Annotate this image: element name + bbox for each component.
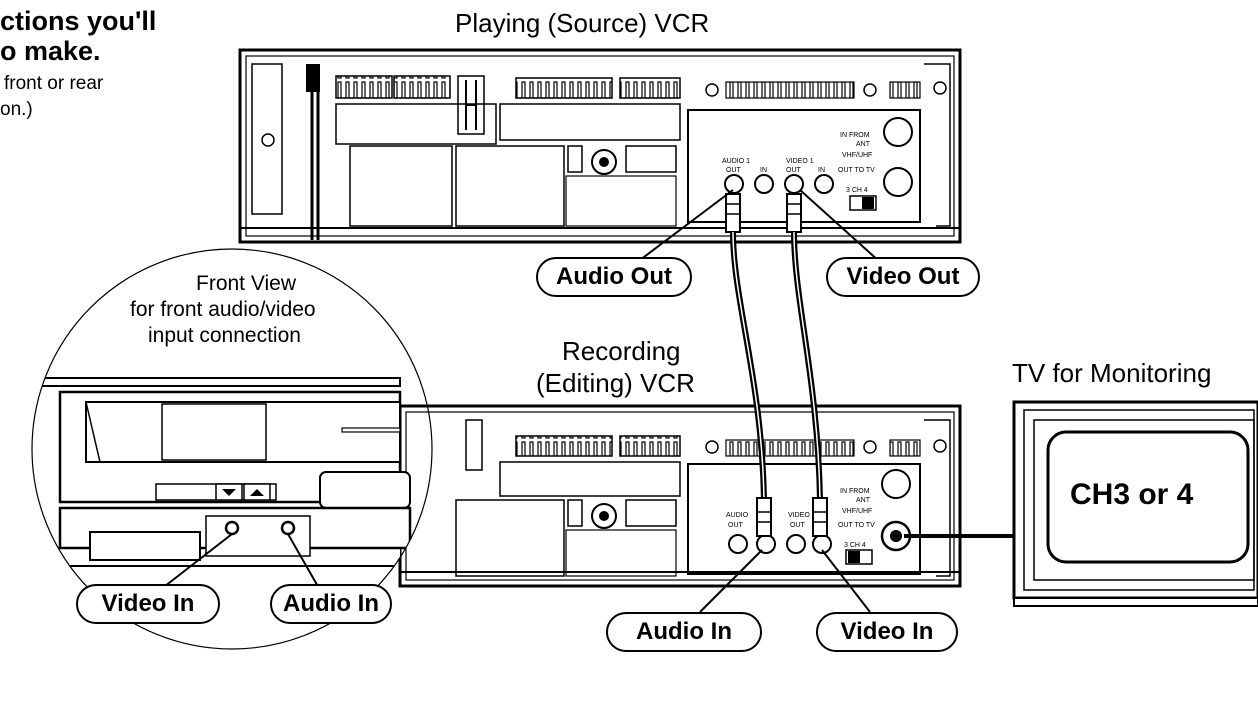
rec-video-label: VIDEO — [788, 512, 810, 519]
front-audio-in-jack[interactable] — [282, 522, 294, 534]
front-view-title: Front View — [196, 272, 296, 296]
source-in-from-label: IN FROM — [840, 132, 870, 139]
audio-in-callout: Audio In — [606, 612, 762, 652]
recording-vcr — [400, 406, 960, 586]
source-video-out-label: OUT — [786, 167, 801, 174]
source-audio-out-label: OUT — [726, 167, 741, 174]
audio-out-jack[interactable] — [729, 535, 747, 553]
front-video-in-jack[interactable] — [226, 522, 238, 534]
header-line-3: front or rear — [4, 72, 103, 96]
video-out-jack[interactable] — [787, 535, 805, 553]
video-in-jack[interactable] — [815, 175, 833, 193]
rec-audio-out-label: OUT — [728, 522, 743, 529]
video-in-callout: Video In — [816, 612, 958, 652]
rec-vhf-label: VHF/UHF — [842, 508, 872, 515]
source-ant-label: ANT — [856, 141, 870, 148]
source-out-to-tv-label: OUT TO TV — [838, 167, 875, 174]
audio-in-jack[interactable] — [757, 535, 775, 553]
source-audio-in-label: IN — [760, 167, 767, 174]
tv-screen-text: CH3 or 4 — [1070, 478, 1193, 512]
audio-out-callout: Audio Out — [536, 257, 692, 297]
source-audio-label: AUDIO 1 — [722, 158, 750, 165]
header-line-1: ctions you'll — [0, 6, 156, 36]
source-vcr-title: Playing (Source) VCR — [455, 8, 709, 39]
antenna-in-jack[interactable] — [884, 118, 912, 146]
video-out-callout: Video Out — [826, 257, 980, 297]
front-view-subtitle-1: for front audio/video — [130, 298, 316, 322]
front-view-subtitle-2: input connection — [148, 324, 301, 348]
antenna-out-jack[interactable] — [884, 168, 912, 196]
header-line-4: on.) — [0, 98, 33, 122]
antenna-in-jack[interactable] — [882, 470, 910, 498]
rec-ch-label: 3 CH 4 — [844, 542, 866, 549]
front-video-in-callout: Video In — [76, 584, 220, 624]
source-ch-label: 3 CH 4 — [846, 187, 868, 194]
rec-out-to-tv-label: OUT TO TV — [838, 522, 875, 529]
front-audio-in-callout: Audio In — [270, 584, 392, 624]
recording-vcr-title-2: (Editing) VCR — [536, 368, 695, 399]
rec-ant-label: ANT — [856, 497, 870, 504]
source-vcr — [240, 50, 960, 242]
tv-title: TV for Monitoring — [1012, 358, 1211, 389]
audio-in-jack[interactable] — [755, 175, 773, 193]
audio-out-jack[interactable] — [725, 175, 743, 193]
rec-in-from-label: IN FROM — [840, 488, 870, 495]
rec-video-out-label: OUT — [790, 522, 805, 529]
header-line-2: o make. — [0, 36, 101, 66]
recording-vcr-title-1: Recording — [562, 336, 681, 367]
rec-audio-label: AUDIO — [726, 512, 748, 519]
source-vhf-label: VHF/UHF — [842, 152, 872, 159]
source-video-label: VIDEO 1 — [786, 158, 814, 165]
source-video-in-label: IN — [818, 167, 825, 174]
